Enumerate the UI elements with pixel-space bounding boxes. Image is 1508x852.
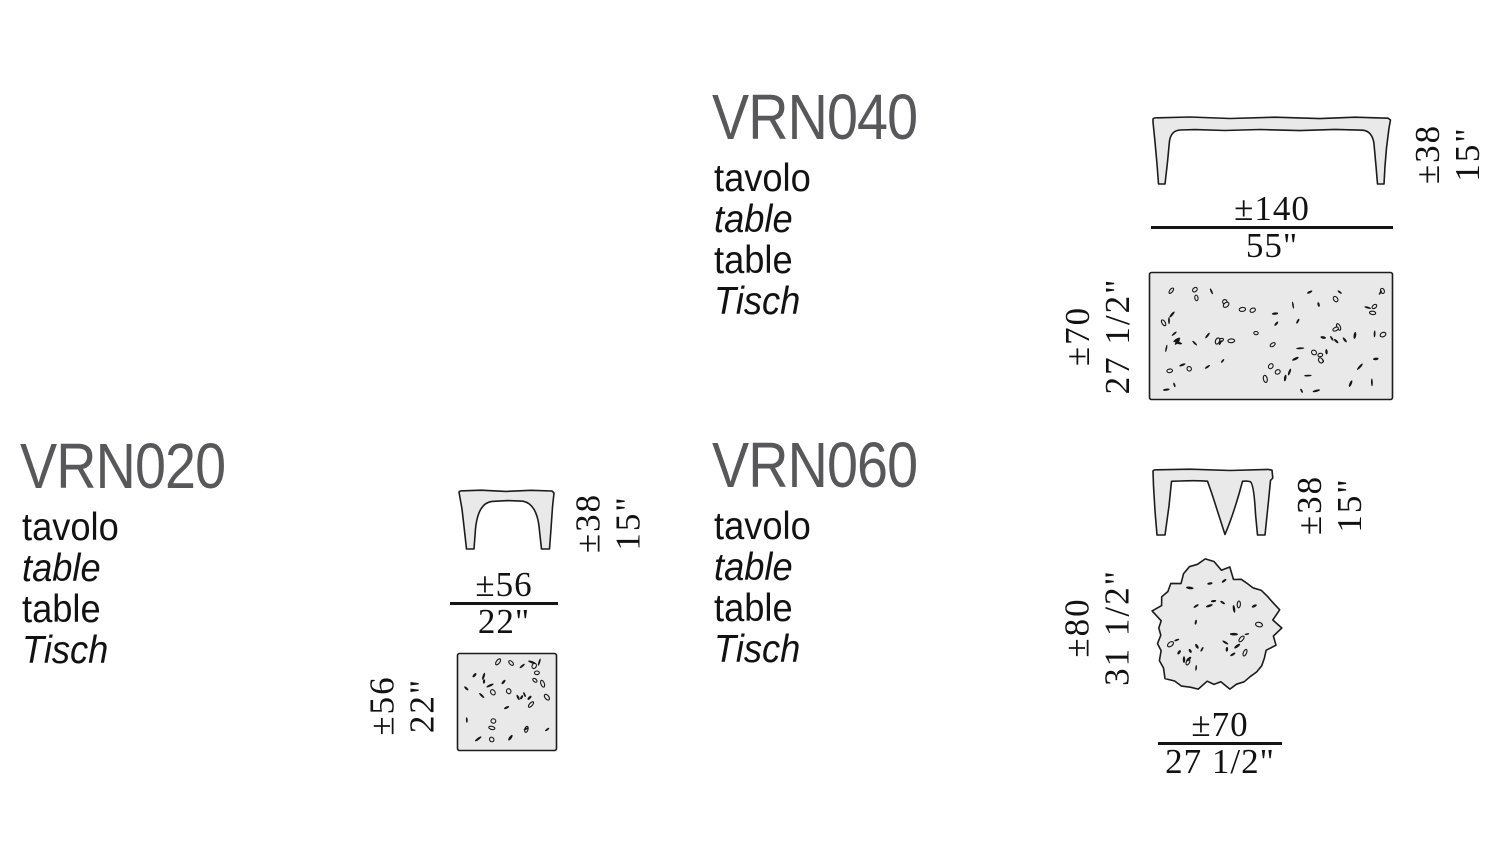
product-labels: tavolo table table Tisch (714, 506, 811, 670)
dimension-inches: 15" (1448, 126, 1487, 182)
product-code: VRN040 (712, 81, 918, 153)
label-german: Tisch (22, 629, 109, 672)
depth-dimension: ±80 31 1/2" (1057, 566, 1137, 690)
dimension-bar (1158, 742, 1282, 745)
dimension-cm: ±80 (1057, 597, 1097, 658)
label-english: table (22, 547, 101, 590)
width-dimension: ±56 22" (450, 565, 558, 641)
front-view-drawing (1152, 116, 1392, 185)
dimension-bar (1151, 226, 1393, 229)
label-french: table (714, 239, 793, 282)
dimension-cm: ±56 (475, 565, 533, 604)
top-view-drawing (1151, 558, 1283, 690)
dimension-bar (450, 602, 558, 605)
dimension-inches: 15" (608, 495, 648, 551)
dimension-inches: 22" (477, 602, 531, 641)
top-view-drawing (1148, 271, 1394, 401)
label-french: table (714, 587, 793, 630)
height-dimension: ±38 15" (568, 487, 648, 560)
dimension-cm: ±38 (568, 492, 608, 554)
dimension-inches: 31 1/2" (1097, 569, 1137, 686)
dimension-cm: ±38 (1408, 123, 1447, 185)
dimension-inches: 22" (402, 677, 442, 734)
product-code: VRN020 (20, 430, 226, 502)
top-view-drawing (456, 652, 558, 752)
label-italian: tavolo (22, 506, 119, 549)
product-labels: tavolo table table Tisch (714, 158, 811, 322)
dimension-inches: 15" (1330, 477, 1369, 533)
height-dimension: ±38 15" (1408, 117, 1487, 191)
dimension-cm: ±70 (1058, 305, 1097, 367)
dimension-cm: ±140 (1234, 189, 1310, 228)
label-english: table (714, 198, 793, 241)
front-view-drawing (1152, 468, 1274, 536)
height-dimension: ±38 15" (1290, 469, 1369, 541)
dimension-inches: 27 1/2" (1165, 742, 1275, 781)
dimension-inches: 27 1/2" (1098, 277, 1137, 395)
label-french: table (22, 588, 101, 631)
label-italian: tavolo (714, 505, 811, 548)
label-german: Tisch (714, 280, 801, 323)
label-english: table (714, 546, 793, 589)
dimension-cm: ±56 (362, 675, 402, 736)
label-italian: tavolo (714, 157, 811, 200)
dimension-cm: ±38 (1290, 474, 1329, 536)
product-code: VRN060 (712, 429, 918, 501)
width-dimension: ±70 27 1/2" (1158, 705, 1282, 781)
front-view-drawing (458, 489, 555, 550)
product-labels: tavolo table table Tisch (22, 507, 119, 671)
depth-dimension: ±70 27 1/2" (1058, 272, 1138, 400)
dimension-cm: ±70 (1191, 705, 1249, 744)
width-dimension: ±140 55" (1151, 189, 1393, 265)
label-german: Tisch (714, 628, 801, 671)
depth-dimension: ±56 22" (362, 654, 442, 758)
dimension-inches: 55" (1245, 226, 1299, 265)
